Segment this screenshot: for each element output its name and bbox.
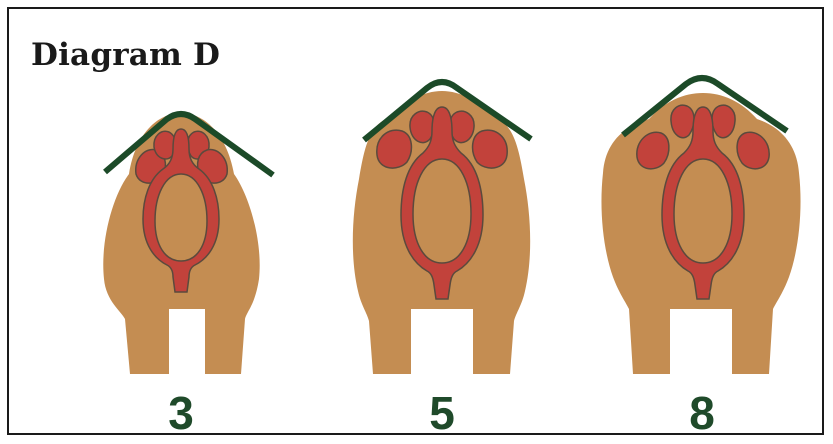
muscle-left-inner — [671, 105, 694, 138]
diagram-frame: Diagram D 3 5 — [7, 7, 824, 435]
muscle-right-inner — [712, 105, 735, 138]
rear-view-illustration-fleshy — [9, 9, 826, 437]
score-label: 8 — [662, 390, 742, 436]
rear-view-figure-score-8: 8 — [9, 9, 826, 437]
